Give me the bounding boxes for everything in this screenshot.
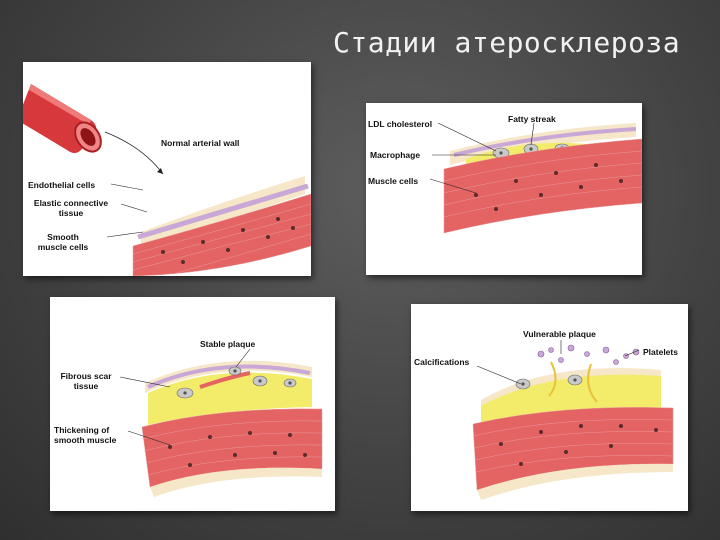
elastic-tissue-label: Elastic connective tissue xyxy=(25,198,117,218)
vulnerable-plaque-illustration xyxy=(472,340,674,500)
smooth-muscle-line-1: Smooth xyxy=(47,232,79,242)
elastic-tissue-line-1: Elastic connective xyxy=(33,198,109,208)
panel-stable-plaque: Stable plaque Fibrous scar tissue Thicke… xyxy=(50,297,335,511)
ldl-cholesterol-label: LDL cholesterol xyxy=(368,119,433,129)
vulnerable-plaque-label: Vulnerable plaque xyxy=(523,329,596,339)
calcifications-label: Calcifications xyxy=(414,357,470,367)
macrophage-label: Macrophage xyxy=(370,150,421,160)
smooth-muscle-line-2: muscle cells xyxy=(37,242,89,252)
normal-arterial-wall-label: Normal arterial wall xyxy=(161,138,240,148)
smooth-muscle-cells-label: Smooth muscle cells xyxy=(33,232,93,252)
fatty-streak-illustration xyxy=(429,122,642,234)
platelets-icon xyxy=(537,344,640,365)
artery-tube-icon xyxy=(23,84,102,153)
fatty-streak-label: Fatty streak xyxy=(508,114,556,124)
slide-title: Стадии атеросклероза xyxy=(333,26,681,59)
normal-artery-illustration xyxy=(23,84,311,276)
fibrous-scar-line-1: Fibrous scar xyxy=(60,371,112,381)
thickening-line-2: smooth muscle xyxy=(54,435,117,445)
panel-vulnerable-plaque: Vulnerable plaque Calcifications Platele… xyxy=(411,304,688,511)
stable-plaque-illustration xyxy=(119,348,323,497)
panel-normal-artery: Normal arterial wall Endothelial cells E… xyxy=(23,62,311,276)
endothelial-cells-label: Endothelial cells xyxy=(28,180,96,190)
panel-fatty-streak: LDL cholesterol Fatty streak Macrophage … xyxy=(366,103,642,275)
fibrous-scar-line-2: tissue xyxy=(73,381,99,391)
platelets-label: Platelets xyxy=(643,347,678,357)
stable-plaque-label: Stable plaque xyxy=(200,339,256,349)
elastic-tissue-line-2: tissue xyxy=(58,208,84,218)
thickening-smooth-muscle-label: Thickening of smooth muscle xyxy=(54,425,116,445)
thickening-line-1: Thickening of xyxy=(54,425,110,435)
muscle-cells-label: Muscle cells xyxy=(368,176,419,186)
fibrous-scar-tissue-label: Fibrous scar tissue xyxy=(52,371,120,391)
